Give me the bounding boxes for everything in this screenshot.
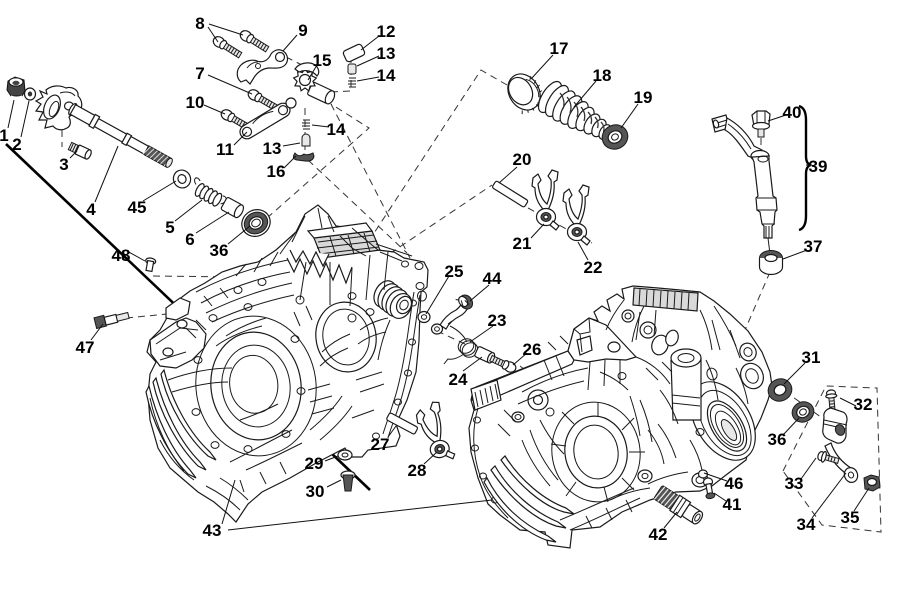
- svg-text:1: 1: [0, 126, 9, 145]
- svg-text:46: 46: [725, 474, 744, 493]
- svg-text:18: 18: [593, 66, 612, 85]
- svg-text:32: 32: [854, 395, 873, 414]
- svg-text:31: 31: [802, 348, 821, 367]
- svg-text:41: 41: [723, 495, 742, 514]
- svg-text:24: 24: [449, 370, 468, 389]
- svg-text:16: 16: [267, 162, 286, 181]
- svg-text:14: 14: [327, 120, 346, 139]
- svg-text:27: 27: [371, 435, 390, 454]
- svg-text:47: 47: [76, 338, 95, 357]
- svg-text:42: 42: [649, 525, 668, 544]
- svg-text:33: 33: [785, 474, 804, 493]
- svg-text:29: 29: [305, 454, 324, 473]
- svg-text:48: 48: [112, 246, 131, 265]
- svg-text:9: 9: [298, 21, 307, 40]
- svg-text:11: 11: [216, 140, 234, 159]
- svg-text:30: 30: [306, 482, 325, 501]
- svg-text:6: 6: [185, 230, 194, 249]
- svg-text:28: 28: [408, 461, 427, 480]
- svg-text:13: 13: [263, 139, 282, 158]
- svg-text:26: 26: [523, 340, 542, 359]
- svg-text:34: 34: [797, 515, 816, 534]
- svg-text:22: 22: [584, 258, 603, 277]
- svg-text:21: 21: [513, 234, 532, 253]
- svg-text:45: 45: [128, 198, 147, 217]
- svg-text:5: 5: [165, 218, 174, 237]
- svg-text:25: 25: [445, 262, 464, 281]
- svg-text:37: 37: [804, 237, 823, 256]
- svg-text:8: 8: [195, 14, 204, 33]
- svg-text:17: 17: [550, 39, 569, 58]
- svg-text:10: 10: [186, 93, 205, 112]
- svg-text:40: 40: [783, 103, 802, 122]
- svg-text:23: 23: [488, 311, 507, 330]
- svg-text:20: 20: [513, 150, 532, 169]
- svg-text:14: 14: [377, 66, 396, 85]
- svg-text:43: 43: [203, 521, 222, 540]
- svg-text:36: 36: [768, 430, 787, 449]
- svg-text:12: 12: [377, 22, 396, 41]
- svg-text:35: 35: [841, 508, 860, 527]
- svg-text:19: 19: [634, 88, 653, 107]
- svg-text:44: 44: [483, 269, 502, 288]
- svg-text:39: 39: [809, 157, 828, 176]
- svg-text:2: 2: [12, 135, 21, 154]
- svg-text:4: 4: [86, 200, 96, 219]
- svg-text:7: 7: [195, 64, 204, 83]
- svg-text:36: 36: [210, 241, 229, 260]
- svg-text:13: 13: [377, 44, 396, 63]
- svg-text:15: 15: [313, 51, 332, 70]
- svg-text:3: 3: [59, 155, 68, 174]
